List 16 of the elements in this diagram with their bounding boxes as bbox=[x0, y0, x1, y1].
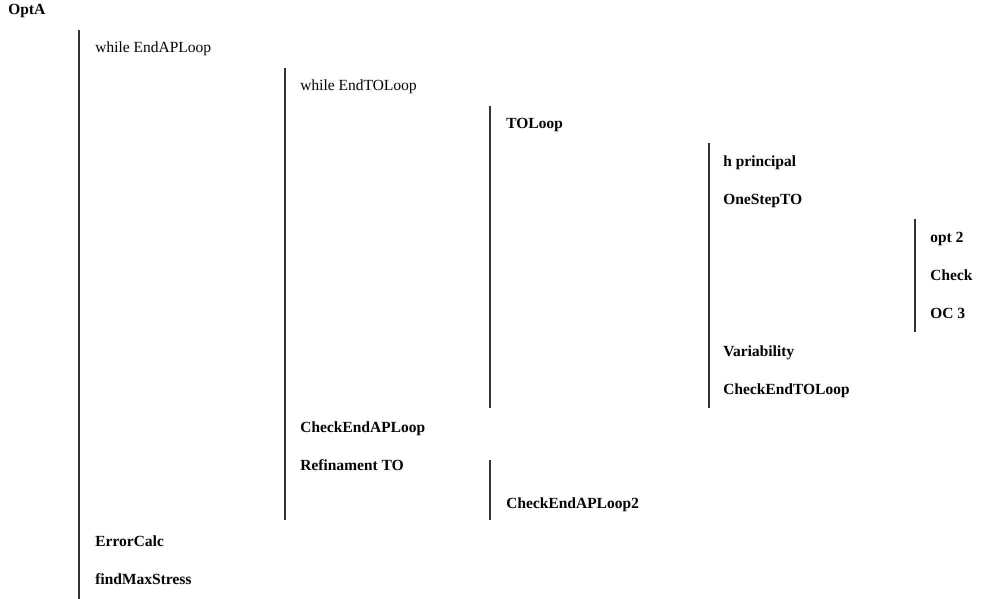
procedure-name: CheckEndAPLoop2 bbox=[506, 497, 638, 512]
procedure-name: OneStepTO bbox=[724, 194, 802, 208]
procedure-name: h principal bbox=[724, 155, 796, 170]
procedure-name: TOLoop bbox=[506, 118, 562, 132]
procedure-name: Variability bbox=[723, 345, 794, 360]
loop-statement: while EndTOLoop bbox=[300, 79, 416, 94]
procedure-name: OC 3 bbox=[930, 308, 965, 318]
procedure-name: OptA bbox=[8, 4, 46, 18]
procedure-name: Refinament TO bbox=[300, 459, 403, 470]
procedure-name: findMaxStress bbox=[95, 573, 191, 584]
loop-statement: while EndAPLoop bbox=[95, 41, 210, 56]
procedure-name: ErrorCalc bbox=[95, 535, 164, 546]
procedure-name: Check bbox=[930, 269, 972, 280]
procedure-name: CheckEndTOLoop bbox=[724, 383, 849, 398]
procedure-name: opt 2 bbox=[930, 232, 963, 246]
procedure-name: CheckEndAPLoop bbox=[300, 421, 424, 436]
